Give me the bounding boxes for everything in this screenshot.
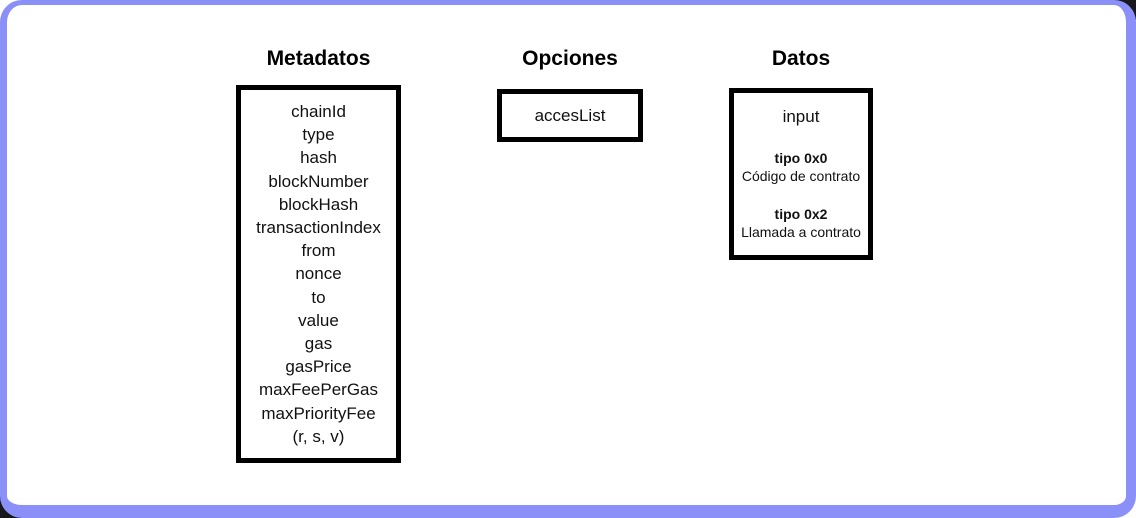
metadata-box: chainId type hash blockNumber blockHash … (236, 85, 401, 463)
metadata-field-nonce: nonce (295, 264, 342, 284)
data-box: input tipo 0x0 Código de contrato tipo 0… (729, 88, 873, 260)
data-field-input: input (782, 107, 820, 126)
data-title: Datos (771, 47, 831, 70)
data-entry-type0-label: tipo 0x0 (774, 150, 828, 166)
metadata-field-from: from (301, 241, 336, 261)
metadata-field-gasprice: gasPrice (285, 357, 352, 377)
options-title: Opciones (522, 47, 618, 70)
metadata-field-blockhash: blockHash (278, 194, 359, 214)
options-column: Opciones accesList (497, 46, 643, 142)
data-entry-type2: tipo 0x2 Llamada a contrato (734, 205, 868, 241)
metadata-title: Metadatos (266, 47, 371, 70)
data-entry-type0: tipo 0x0 Código de contrato (734, 149, 868, 185)
metadata-field-to: to (311, 287, 326, 307)
data-entry-type0-desc: Código de contrato (741, 168, 861, 184)
data-entry-type2-label: tipo 0x2 (774, 206, 828, 222)
data-column: Datos input tipo 0x0 Código de contrato … (729, 46, 873, 260)
metadata-field-rsv: (r, s, v) (292, 426, 345, 446)
metadata-field-blocknumber: blockNumber (268, 171, 369, 191)
metadata-field-gas: gas (304, 334, 333, 354)
metadata-field-maxfeepergas: maxFeePerGas (258, 380, 379, 400)
metadata-field-value: value (298, 310, 339, 330)
metadata-field-transactionindex: transactionIndex (256, 218, 381, 238)
metadata-field-hash: hash (300, 148, 337, 168)
options-box: accesList (497, 89, 643, 142)
metadata-column: Metadatos chainId type hash blockNumber … (236, 46, 401, 463)
metadata-field-chainid: chainId (291, 102, 346, 121)
options-field-acceslist: accesList (534, 105, 606, 125)
metadata-field-type: type (302, 125, 335, 145)
data-entry-type2-desc: Llamada a contrato (741, 224, 861, 240)
metadata-field-maxpriorityfee: maxPriorityFee (261, 403, 376, 423)
